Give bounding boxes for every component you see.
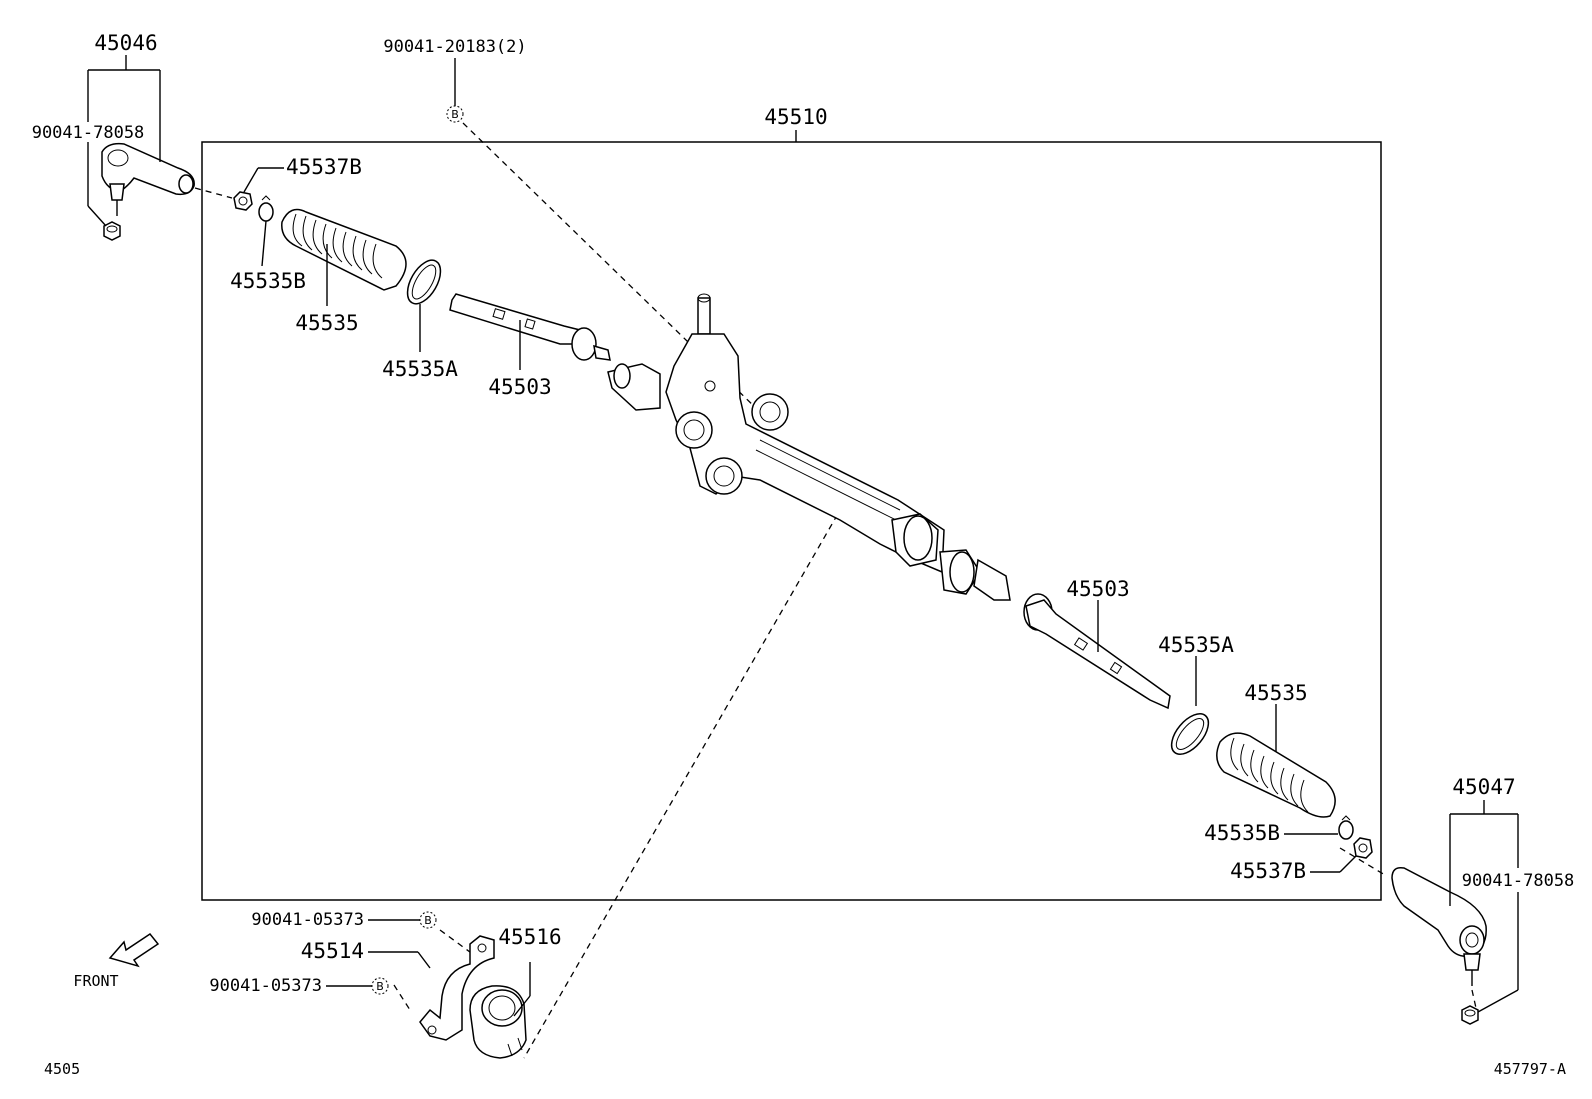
alignment-line-left <box>194 187 233 199</box>
alignment-line-lower <box>523 504 844 1059</box>
label-clamp-right: 45535A <box>1158 633 1234 657</box>
figure-code: 457797-A <box>1494 1060 1566 1078</box>
label-boot-left: 45535 <box>295 311 358 335</box>
label-lock-nut-right: 45537B <box>1230 859 1306 883</box>
nut-left <box>103 221 121 241</box>
label-nut-left: 90041-78058 <box>32 123 145 143</box>
lock-nut-right <box>1353 837 1373 859</box>
leader-lines <box>87 55 1519 1017</box>
lock-nut-left <box>233 191 253 211</box>
tie-rod-end-right <box>1391 866 1487 986</box>
label-rack-end-left: 45503 <box>488 375 551 399</box>
label-clip-right: 45535B <box>1204 821 1280 845</box>
label-lock-nut-left: 45537B <box>286 155 362 179</box>
clip-right <box>1338 815 1354 840</box>
svg-text:B: B <box>376 980 384 993</box>
front-arrow-icon <box>108 932 160 968</box>
label-bolt-bracket-upper: 90041-05373 <box>251 910 364 930</box>
label-gear-assembly: 45510 <box>764 105 827 129</box>
front-label: FRONT <box>73 972 118 990</box>
page-code: 4505 <box>44 1060 80 1078</box>
boot-left <box>281 208 407 291</box>
rack-end-right <box>1023 593 1171 710</box>
steering-rack-housing <box>607 293 1011 601</box>
label-rack-end-right: 45503 <box>1066 577 1129 601</box>
clip-left <box>258 195 274 222</box>
callout-b-top: B <box>446 105 464 123</box>
label-tie-rod-end-left: 45046 <box>94 31 157 55</box>
label-boot-right: 45535 <box>1244 681 1307 705</box>
nut-right <box>1461 1005 1479 1025</box>
clamp-left <box>406 259 442 305</box>
svg-text:B: B <box>451 108 459 121</box>
label-clamp-left: 45535A <box>382 357 458 381</box>
label-bracket: 45514 <box>301 939 364 963</box>
bracket <box>419 935 495 1041</box>
tie-rod-end-left <box>101 142 195 216</box>
rack-end-left <box>449 293 611 361</box>
label-bolt-top: 90041-20183(2) <box>383 37 526 57</box>
callout-b-lower-bolt: B <box>371 977 389 995</box>
gear-assembly-frame <box>201 141 1382 901</box>
boot-right <box>1216 732 1336 818</box>
label-tie-rod-end-right: 45047 <box>1452 775 1515 799</box>
callout-b-upper-bolt: B <box>419 911 437 929</box>
grommet <box>469 985 527 1059</box>
clamp-right <box>1170 713 1210 755</box>
svg-text:B: B <box>424 914 432 927</box>
alignment-line-right <box>1339 847 1386 876</box>
label-bolt-bracket-lower: 90041-05373 <box>209 976 322 996</box>
label-nut-right: 90041-78058 <box>1462 871 1575 891</box>
label-grommet: 45516 <box>498 925 561 949</box>
label-clip-left: 45535B <box>230 269 306 293</box>
